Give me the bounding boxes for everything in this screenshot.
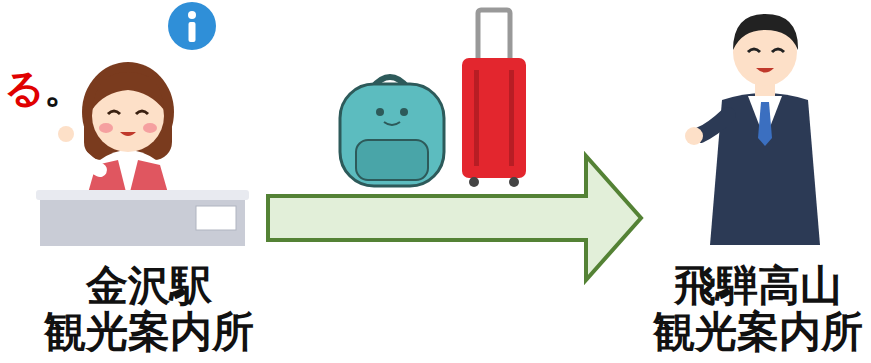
receptionist-figure [36,62,249,246]
place-node: 金沢駅 観光案内所 [30,0,268,355]
info-icon [168,2,216,50]
place-name: 飛騨高山 観光案内所 [641,263,871,355]
place-node: 飛騨高山 観光案内所 [641,0,871,355]
guide-figure [685,14,820,245]
place-name: 金沢駅 観光案内所 [30,263,268,355]
sentence-fragment: る [4,66,45,110]
sentence-fragment: 。 [44,66,84,110]
suitcase [462,10,526,187]
backpack [340,77,444,186]
flow-arrow [268,156,641,280]
